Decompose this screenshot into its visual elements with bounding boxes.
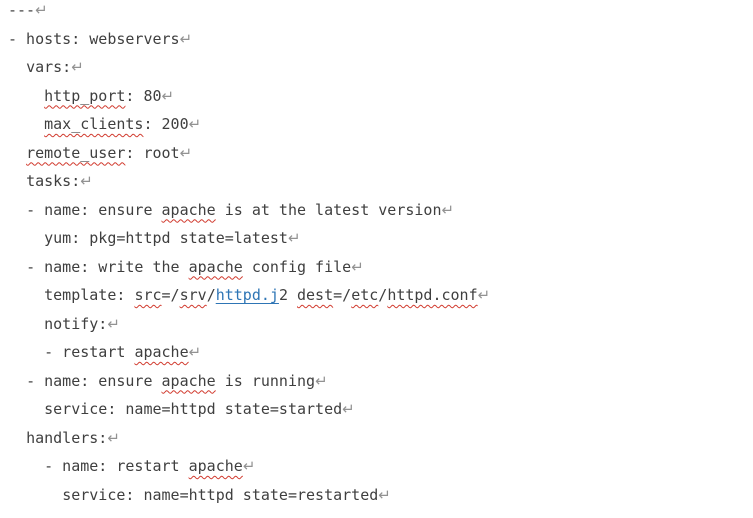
code-line: notify:↵ [8, 310, 753, 339]
code-text: vars: [26, 58, 72, 76]
code-text: template: [44, 286, 135, 304]
code-text: =/ [161, 286, 180, 304]
misspelled-word: apache [161, 371, 216, 390]
code-text: --- [8, 1, 36, 19]
paragraph-return-mark-icon: ↵ [179, 143, 193, 162]
misspelled-word: src [134, 286, 162, 304]
code-text: - name: ensure [26, 371, 162, 390]
misspelled-word: apache [188, 257, 243, 276]
code-line: http_port: 80↵ [8, 82, 753, 111]
code-line: - name: restart apache↵ [8, 452, 753, 481]
misspelled-word: apache [188, 457, 243, 475]
code-line: ---↵ [8, 0, 753, 25]
code-text: - name: restart [44, 457, 189, 475]
paragraph-return-mark-icon: ↵ [107, 428, 120, 447]
code-line: service: name=httpd state=restarted↵ [8, 481, 753, 510]
paragraph-return-mark-icon: ↵ [107, 314, 120, 333]
code-line: template: src=/srv/httpd.j2 dest=/etc/ht… [8, 281, 753, 310]
misspelled-word: apache [134, 343, 189, 361]
code-line: vars:↵ [8, 53, 753, 82]
paragraph-return-mark-icon: ↵ [477, 286, 491, 304]
code-text: - hosts: webservers [8, 29, 180, 48]
misspelled-word: httpd.conf [387, 286, 478, 304]
code-text: service: name=httpd state=restarted [62, 485, 379, 504]
paragraph-return-mark-icon: ↵ [351, 257, 364, 276]
code-text: / [206, 286, 216, 304]
code-line: - name: ensure apache is at the latest v… [8, 196, 753, 225]
code-text: / [378, 286, 388, 304]
paragraph-return-mark-icon: ↵ [179, 29, 193, 48]
code-text: =/ [333, 286, 352, 304]
code-text: yum: pkg=httpd state=latest [44, 229, 288, 247]
code-line: yum: pkg=httpd state=latest↵ [8, 224, 753, 253]
paragraph-return-mark-icon: ↵ [188, 343, 202, 361]
code-line: service: name=httpd state=started↵ [8, 395, 753, 424]
paragraph-return-mark-icon: ↵ [35, 1, 48, 19]
paragraph-return-mark-icon: ↵ [188, 115, 202, 133]
code-text: - name: write the [26, 257, 189, 276]
paragraph-return-mark-icon: ↵ [378, 485, 391, 504]
code-line: remote_user: root↵ [8, 139, 753, 168]
code-text: notify: [44, 314, 108, 333]
code-line: max_clients: 200↵ [8, 110, 753, 139]
code-text: config file [242, 257, 352, 276]
paragraph-return-mark-icon: ↵ [315, 371, 328, 390]
paragraph-return-mark-icon: ↵ [242, 457, 256, 475]
code-line: tasks:↵ [8, 167, 753, 196]
paragraph-return-mark-icon: ↵ [80, 172, 93, 190]
misspelled-word: remote_user [26, 143, 126, 162]
code-line: - restart apache↵ [8, 338, 753, 367]
misspelled-word: etc [351, 286, 379, 304]
code-line: handlers:↵ [8, 424, 753, 453]
code-text: service: name=httpd state=started [44, 400, 343, 418]
code-line: - hosts: webservers↵ [8, 25, 753, 54]
auto-hyperlink[interactable]: httpd.j [215, 286, 279, 304]
code-text: : 80 [125, 86, 162, 105]
misspelled-word: srv [179, 286, 207, 304]
misspelled-word: dest [297, 286, 334, 304]
paragraph-return-mark-icon: ↵ [71, 58, 84, 76]
code-text: is running [215, 371, 316, 390]
paragraph-return-mark-icon: ↵ [287, 229, 301, 247]
code-text: tasks: [26, 172, 81, 190]
code-line: - name: write the apache config file↵ [8, 253, 753, 282]
code-text: - restart [44, 343, 135, 361]
paragraph-return-mark-icon: ↵ [161, 86, 175, 105]
code-text: - name: ensure [26, 200, 162, 219]
code-text: : 200 [143, 115, 189, 133]
paragraph-return-mark-icon: ↵ [441, 200, 455, 219]
code-text: 2 [278, 286, 297, 304]
misspelled-word: http_port [44, 86, 126, 105]
misspelled-word: apache [161, 200, 216, 219]
code-text: handlers: [26, 428, 108, 447]
misspelled-word: max_clients [44, 115, 144, 133]
code-line: - name: ensure apache is running↵ [8, 367, 753, 396]
code-text: is at the latest version [215, 200, 442, 219]
paragraph-return-mark-icon: ↵ [342, 400, 355, 418]
code-text: : root [125, 143, 180, 162]
